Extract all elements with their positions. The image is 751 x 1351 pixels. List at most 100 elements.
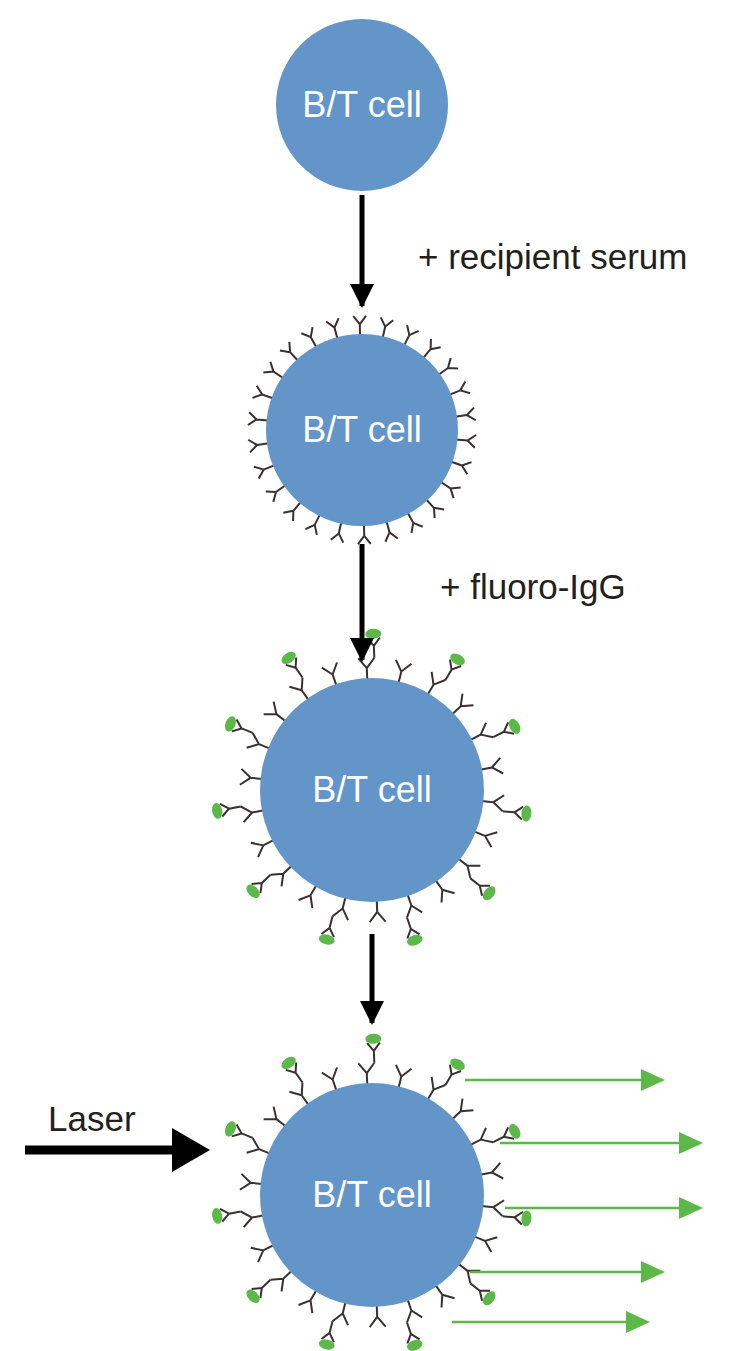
antibody <box>427 1077 445 1100</box>
antibody <box>480 1163 503 1179</box>
antibody <box>358 524 371 544</box>
antibody <box>251 840 274 857</box>
antibody <box>381 317 393 338</box>
antibody <box>407 894 422 917</box>
fluorophore <box>318 933 336 947</box>
antibody <box>435 1285 454 1308</box>
fluoro-igg <box>503 1212 524 1225</box>
fluoro-igg <box>321 1321 333 1342</box>
fluorophore <box>365 1033 381 1044</box>
antibody <box>305 514 320 535</box>
antibody <box>322 662 337 685</box>
fluorophore <box>507 717 523 736</box>
step-label: + recipient serum <box>418 238 687 277</box>
antibody <box>240 769 263 785</box>
antibody <box>280 342 298 361</box>
antibody <box>458 858 480 878</box>
antibody <box>474 1236 497 1252</box>
emission-arrowhead <box>679 1197 703 1219</box>
laser-label: Laser <box>48 1100 136 1139</box>
fluoro-igg <box>503 807 524 820</box>
antibody <box>385 521 397 542</box>
cell-label: B/T cell <box>302 410 421 450</box>
fluorophore <box>448 651 467 668</box>
antibody <box>370 1305 386 1327</box>
antibody <box>452 1099 473 1120</box>
antibody <box>289 1083 308 1106</box>
fluorophore <box>211 802 224 820</box>
antibody <box>254 465 275 478</box>
antibody <box>458 1263 480 1283</box>
fluorophore <box>244 882 262 900</box>
emission-arrowhead <box>626 1311 650 1333</box>
fluorophore <box>211 1207 224 1225</box>
antibody <box>241 806 264 822</box>
emission-arrow <box>505 1207 683 1210</box>
fluorophore <box>279 1054 298 1071</box>
antibody <box>332 897 348 920</box>
antibody <box>440 482 460 498</box>
fluorophore <box>507 1122 523 1141</box>
cell-circle: B/T cell <box>266 334 458 526</box>
antibody <box>407 512 422 533</box>
emission-arrowhead <box>641 1261 665 1283</box>
antibody <box>456 435 477 448</box>
antibody <box>358 658 374 680</box>
cell-label: B/T cell <box>302 85 421 125</box>
fluorophore <box>223 715 238 734</box>
antibody <box>480 758 503 774</box>
antibody <box>264 1107 286 1127</box>
antibody <box>241 1211 264 1227</box>
step-arrow <box>360 195 365 306</box>
antibody <box>247 1138 270 1154</box>
antibody <box>263 362 283 378</box>
fluoro-igg <box>220 1209 241 1222</box>
emission-arrows <box>452 1069 703 1333</box>
antibody <box>449 381 470 394</box>
fluoro-igg <box>321 916 333 937</box>
antibody <box>435 880 454 903</box>
antibody <box>240 1174 263 1190</box>
antibody <box>470 723 493 740</box>
fluorophore <box>480 1289 498 1308</box>
antibody <box>332 1302 348 1325</box>
antibody <box>247 733 270 749</box>
emission-arrow <box>470 1271 645 1274</box>
antibody <box>451 461 472 474</box>
step-label: + fluoro-IgG <box>440 568 626 607</box>
antibody <box>264 702 286 722</box>
fluorophore <box>406 1338 424 1351</box>
fluorophore <box>223 1120 238 1139</box>
antibody <box>301 327 316 348</box>
antibody <box>423 339 441 358</box>
antibody <box>271 866 292 887</box>
fluorophore <box>406 933 424 948</box>
emission-arrow <box>452 1321 630 1324</box>
antibody <box>251 1245 274 1262</box>
antibody <box>438 358 458 375</box>
antibody <box>452 694 473 715</box>
antibody <box>426 499 444 518</box>
antibody <box>455 408 476 421</box>
emission-arrow <box>500 1142 683 1145</box>
laser-arrowhead <box>172 1128 210 1172</box>
antibody <box>299 885 317 908</box>
antibody-layer <box>211 316 532 1351</box>
fluoro-igg <box>220 804 241 817</box>
antibody <box>326 318 338 339</box>
antibody <box>396 1065 412 1088</box>
emission-arrow <box>465 1079 645 1082</box>
fluorophore <box>521 1210 533 1227</box>
emission-arrowhead <box>679 1132 703 1154</box>
antibody <box>396 660 412 683</box>
antibody <box>283 502 301 521</box>
cell-label: B/T cell <box>312 770 431 810</box>
step-arrow <box>360 544 365 660</box>
antibody <box>299 1290 317 1313</box>
fluoro-igg <box>367 1043 380 1063</box>
step-arrow <box>370 934 375 1023</box>
antibody <box>322 1067 337 1090</box>
antibody <box>266 485 286 502</box>
antibody <box>470 1128 493 1145</box>
antibody <box>404 325 419 346</box>
